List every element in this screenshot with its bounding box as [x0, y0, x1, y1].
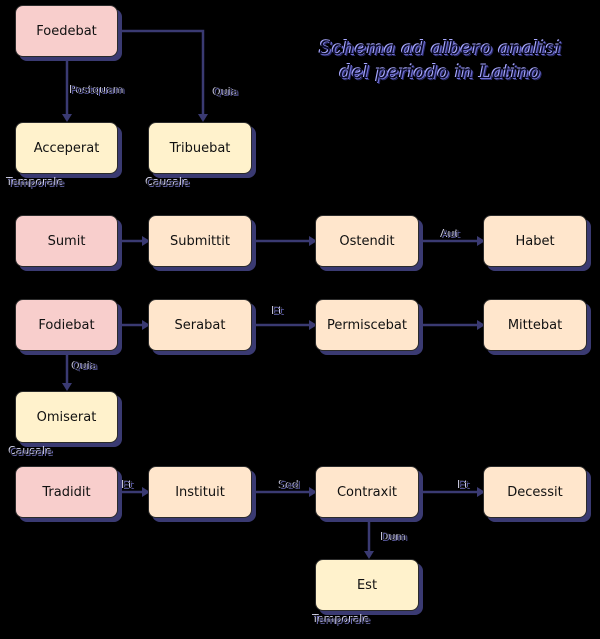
node-contraxit[interactable]: Contraxit [315, 466, 419, 518]
arrow-foedebat-acceperat [62, 114, 72, 122]
edge-foedebat-tribuebat [118, 29, 205, 120]
edge-label-et-3: Et [458, 478, 470, 491]
node-tribuebat[interactable]: Tribuebat [148, 122, 252, 174]
edge-label-postquam: Postquam [70, 83, 125, 96]
arrow-submittit-ostendit [309, 236, 317, 246]
arrow-sumit-submittit [142, 236, 150, 246]
caption-tribuebat: Causale [146, 176, 190, 189]
node-instituit[interactable]: Instituit [148, 466, 252, 518]
edge-label-quia-2: Quia [72, 359, 98, 372]
node-habet[interactable]: Habet [483, 215, 587, 267]
edge-label-aut: Aut [441, 227, 460, 240]
node-omiserat[interactable]: Omiserat [15, 391, 118, 443]
edge-label-et-1: Et [272, 304, 284, 317]
arrow-contraxit-decessit [477, 487, 485, 497]
node-decessit[interactable]: Decessit [483, 466, 587, 518]
arrow-contraxit-est [364, 551, 374, 559]
arrow-fodiebat-serabat [142, 320, 150, 330]
node-permiscebat[interactable]: Permiscebat [315, 299, 419, 351]
caption-acceperat: Temporale [7, 176, 65, 189]
edge-label-et-2: Et [122, 478, 134, 491]
arrow-fodiebat-omiserat [62, 383, 72, 391]
node-fodiebat[interactable]: Fodiebat [15, 299, 118, 351]
node-ostendit[interactable]: Ostendit [315, 215, 419, 267]
edge-label-sed: Sed [279, 478, 300, 491]
node-acceperat[interactable]: Acceperat [15, 122, 118, 174]
edge-label-dum: Dum [381, 530, 408, 543]
caption-omiserat: Causale [9, 445, 53, 458]
arrow-instituit-contraxit [309, 487, 317, 497]
caption-est: Temporale [313, 613, 371, 626]
arrow-foedebat-tribuebat [198, 114, 208, 122]
arrow-ostendit-habet [477, 236, 485, 246]
arrow-serabat-permiscebat [309, 320, 317, 330]
arrow-permiscebat-mittebat [477, 320, 485, 330]
node-serabat[interactable]: Serabat [148, 299, 252, 351]
node-foedebat[interactable]: Foedebat [15, 5, 118, 57]
edge-label-quia-1: Quia [213, 85, 239, 98]
node-submittit[interactable]: Submittit [148, 215, 252, 267]
node-mittebat[interactable]: Mittebat [483, 299, 587, 351]
arrow-tradidit-instituit [142, 487, 150, 497]
node-sumit[interactable]: Sumit [15, 215, 118, 267]
node-tradidit[interactable]: Tradidit [15, 466, 118, 518]
node-est[interactable]: Est [315, 559, 419, 611]
